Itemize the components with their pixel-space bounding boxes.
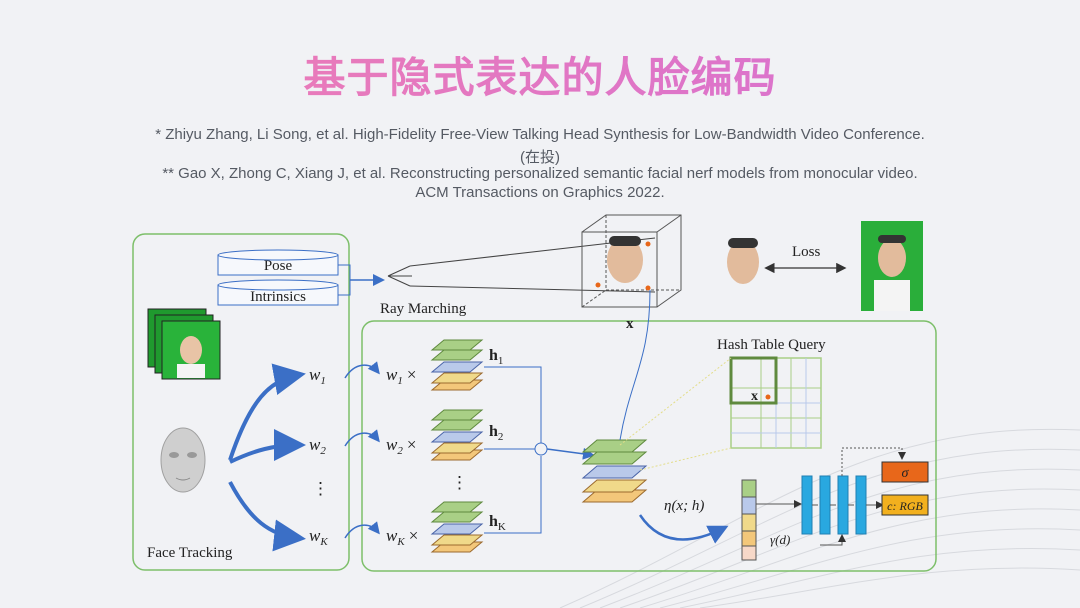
- hash-2-label: h2: [489, 423, 503, 443]
- reference-2-venue: ACM Transactions on Graphics 2022.: [415, 184, 665, 201]
- face-tracking-panel: [132, 233, 350, 571]
- sigma-box: [881, 461, 929, 483]
- weight-1-label: w1: [309, 365, 326, 387]
- weight-curved-arrows: [344, 361, 380, 539]
- face-tracking-label: Face Tracking: [147, 545, 233, 561]
- loss-label: Loss: [792, 244, 821, 260]
- rendered-face: [727, 238, 759, 284]
- row-2-weight: w2×: [386, 435, 416, 457]
- hash-1-label: h1: [489, 347, 503, 367]
- row-k-weight: wK×: [386, 526, 418, 548]
- combined-hash-grid: [581, 439, 648, 503]
- sigma-label: σ: [902, 466, 910, 481]
- ray-marching-label: Ray Marching: [380, 301, 467, 317]
- pose-cylinder: Pose: [217, 249, 339, 276]
- summation-lines: [484, 366, 542, 534]
- feature-vector: [741, 479, 757, 561]
- rgb-box: [881, 494, 929, 516]
- rows-vdots: ⋮: [451, 473, 468, 492]
- weight-k-label: wK: [309, 526, 328, 548]
- hash-grid-2: [430, 409, 484, 461]
- hash-grid-k: [430, 501, 484, 553]
- intrinsics-label: Intrinsics: [250, 289, 306, 305]
- sum-node: [534, 442, 548, 456]
- reference-1-status: (在投): [520, 149, 560, 166]
- query-x-label: x: [751, 389, 758, 404]
- reference-2: ** Gao X, Zhong C, Xiang J, et al. Recon…: [162, 165, 918, 182]
- intrinsics-cylinder: Intrinsics: [217, 279, 339, 306]
- query-line: [619, 289, 651, 441]
- slide-title: 基于隐式表达的人脸编码: [0, 44, 1080, 105]
- hash-table-query-label: Hash Table Query: [717, 337, 826, 353]
- weights-vdots: ⋮: [312, 479, 329, 498]
- face-mesh-model: [160, 427, 206, 493]
- reference-1: * Zhiyu Zhang, Li Song, et al. High-Fide…: [155, 126, 925, 143]
- eta-label: η(x; h): [664, 498, 704, 514]
- weight-2-label: w2: [309, 435, 326, 457]
- hash-k-label: hK: [489, 513, 506, 533]
- video-frames-stack: [147, 308, 221, 380]
- gamma-label: γ(d): [770, 532, 790, 547]
- point-x-label: x: [626, 316, 634, 332]
- rgb-label: c: RGB: [887, 499, 923, 513]
- sampling-volume-cube: [581, 214, 682, 308]
- cube-face: [607, 237, 643, 283]
- pose-label: Pose: [264, 258, 293, 274]
- hash-grid-1: [430, 339, 484, 391]
- tracking-arrows: [228, 363, 306, 552]
- ground-truth-frame: [861, 221, 923, 311]
- neural-field-panel: [361, 320, 937, 572]
- row-1-weight: w1×: [386, 365, 416, 387]
